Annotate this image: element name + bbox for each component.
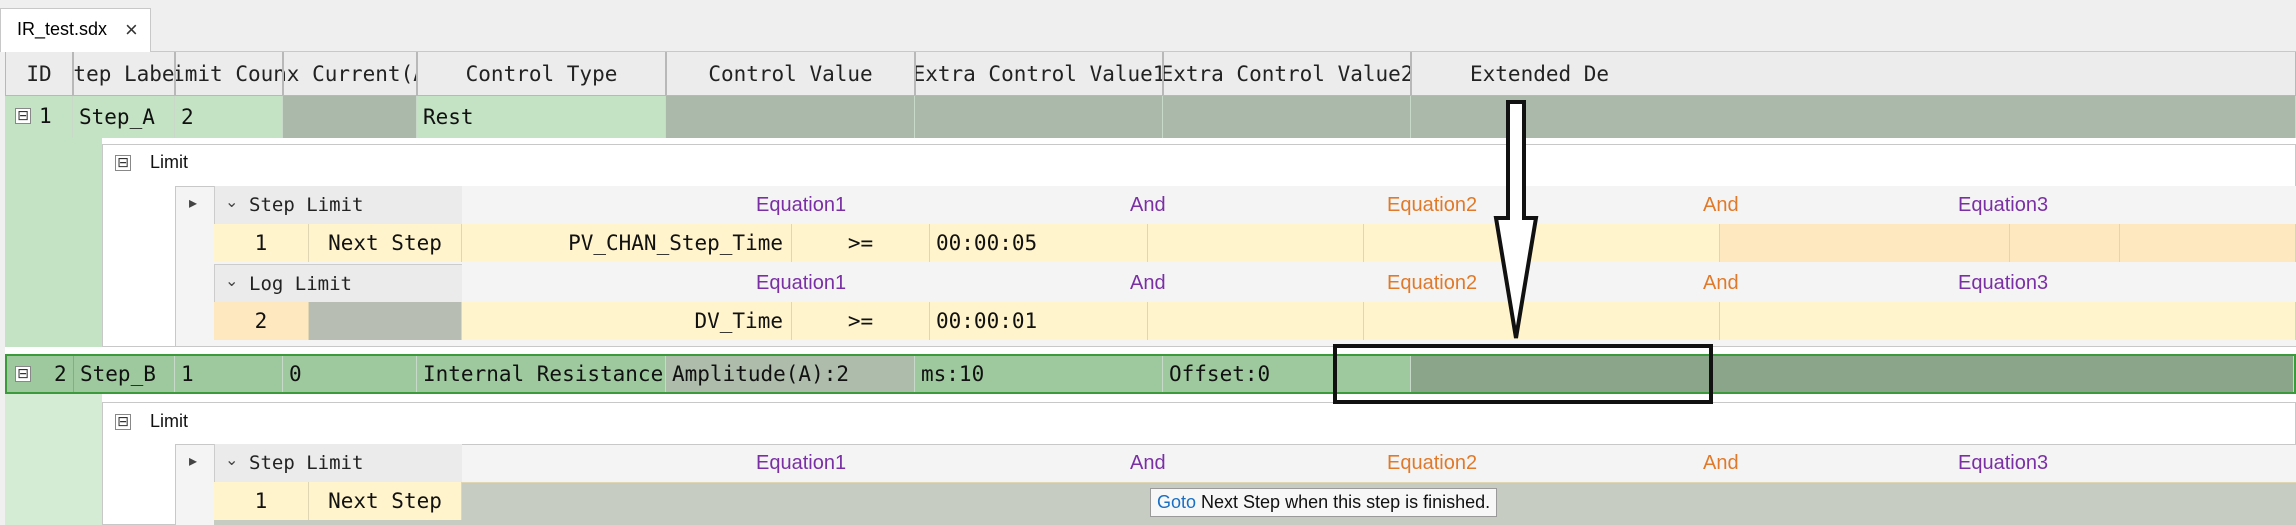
and-label: And: [1703, 272, 1739, 294]
equation1-label: Equation1: [756, 194, 847, 216]
step-2-detail-gutter: [5, 394, 102, 525]
document-tab-label: IR_test.sdx: [17, 19, 108, 39]
expand-arrow-icon[interactable]: ▸: [189, 195, 198, 212]
log-limit-group-header[interactable]: ⌄ Log Limit: [214, 264, 462, 302]
collapse-icon[interactable]: ⊟: [15, 366, 31, 382]
limit-variable-cell[interactable]: PV_CHAN_Step_Time: [462, 224, 792, 262]
tooltip-keyword: Goto: [1157, 492, 1197, 512]
extended-cell[interactable]: [1411, 356, 2294, 392]
tooltip-text: Next Step when this step is finished.: [1196, 492, 1491, 512]
max-current-cell[interactable]: [283, 96, 417, 138]
extra-control-value1-cell[interactable]: ms:10: [915, 356, 1163, 392]
step-limit-group-header[interactable]: ⌄ Step Limit: [214, 186, 462, 224]
extended-cell[interactable]: [1411, 96, 2296, 138]
collapse-icon[interactable]: ⊟: [15, 108, 31, 124]
and-label: And: [1130, 452, 1166, 474]
equation2-label: Equation2: [1387, 272, 1478, 294]
equation2-label: Equation2: [1387, 194, 1478, 216]
limit-and-cell[interactable]: [1148, 224, 1364, 262]
goto-cell[interactable]: Next Step: [309, 224, 462, 262]
chevron-down-icon[interactable]: ⌄: [225, 452, 239, 469]
close-icon[interactable]: ×: [125, 17, 138, 42]
column-header-extended[interactable]: Extended De: [1411, 52, 2296, 96]
document-tab-bar: IR_test.sdx ×: [0, 0, 2296, 52]
equation3-cell[interactable]: [1720, 302, 2296, 340]
limit-and-cell[interactable]: [1148, 302, 1364, 340]
equation3-cell-b[interactable]: [2010, 224, 2120, 262]
equation1-label: Equation1: [756, 452, 847, 474]
and-label: And: [1130, 194, 1166, 216]
collapse-icon[interactable]: ⊟: [115, 155, 131, 171]
highlight-box: [1333, 344, 1713, 404]
limit-count-cell[interactable]: 1: [175, 356, 283, 392]
log-limit-label: Log Limit: [249, 273, 352, 295]
max-current-cell[interactable]: 0: [283, 356, 417, 392]
column-header-extra-control-value1[interactable]: Extra Control Value1: [915, 52, 1163, 96]
expand-arrow-cell: ▸: [175, 186, 214, 224]
column-header-max-current[interactable]: Max Current(A): [283, 52, 417, 96]
equation1-label: Equation1: [756, 272, 847, 294]
control-type-cell[interactable]: Rest: [417, 96, 666, 138]
and-label: And: [1130, 272, 1166, 294]
limit-number-cell[interactable]: 2: [214, 302, 309, 340]
goto-cell[interactable]: Next Step: [309, 482, 462, 520]
equation2-cell[interactable]: [1364, 302, 1720, 340]
step-1-detail-gutter: [5, 138, 102, 347]
step-label-cell[interactable]: Step_A: [73, 96, 175, 138]
and-label: And: [1703, 194, 1739, 216]
column-header-extra-control-value2[interactable]: Extra Control Value2: [1163, 52, 1411, 96]
column-header-control-type[interactable]: Control Type: [417, 52, 666, 96]
expand-arrow-icon[interactable]: ▸: [189, 453, 198, 470]
limit-panel-title: Limit: [150, 411, 189, 431]
equation3-label: Equation3: [1958, 194, 2049, 216]
and-label: And: [1703, 452, 1739, 474]
step-id: 1: [39, 104, 52, 128]
limit-operator-cell[interactable]: >=: [792, 224, 930, 262]
extra-control-value2-cell[interactable]: Offset:0: [1163, 356, 1411, 392]
step-id: 2: [54, 362, 67, 386]
step-1-id-cell: ⊟ 1: [5, 96, 73, 138]
column-header-limit-count[interactable]: Limit Count: [175, 52, 283, 96]
control-value-cell[interactable]: Amplitude(A):2: [666, 356, 915, 392]
limit-number-cell[interactable]: 1: [214, 482, 309, 520]
goto-cell[interactable]: [309, 302, 462, 340]
chevron-down-icon[interactable]: ⌄: [225, 273, 239, 290]
limit-value-cell[interactable]: 00:00:01: [930, 302, 1148, 340]
step-label-cell[interactable]: Step_B: [73, 356, 175, 392]
extra-control-value1-cell[interactable]: [915, 96, 1163, 138]
annotation-arrow: [1493, 100, 1539, 339]
control-type-cell[interactable]: Internal Resistance: [417, 356, 666, 392]
equation2-cell[interactable]: [1364, 224, 1720, 262]
equation3-label: Equation3: [1958, 272, 2049, 294]
limit-number-cell[interactable]: 1: [214, 224, 309, 262]
limit-value-cell[interactable]: 00:00:05: [930, 224, 1148, 262]
limit-count-cell[interactable]: 2: [175, 96, 283, 138]
step-limit-group-header[interactable]: ⌄ Step Limit: [214, 444, 462, 482]
column-header-control-value[interactable]: Control Value: [666, 52, 915, 96]
control-value-cell[interactable]: [666, 96, 915, 138]
equation3-cell-a[interactable]: [1720, 224, 2010, 262]
column-header-step-label[interactable]: Step Label: [73, 52, 175, 96]
limit-variable-cell[interactable]: DV_Time: [462, 302, 792, 340]
column-header-id[interactable]: ID: [5, 52, 73, 96]
step-limit-label: Step Limit: [249, 452, 364, 474]
limit-operator-cell[interactable]: >=: [792, 302, 930, 340]
equation3-label: Equation3: [1958, 452, 2049, 474]
equation3-cell-c[interactable]: [2120, 224, 2296, 262]
goto-tooltip: Goto Next Step when this step is finishe…: [1150, 488, 1498, 517]
step-limit-equation-header: [462, 186, 2296, 224]
chevron-down-icon[interactable]: ⌄: [225, 194, 239, 211]
limit-panel-title: Limit: [150, 152, 189, 172]
extra-control-value2-cell[interactable]: [1163, 96, 1411, 138]
collapse-icon[interactable]: ⊟: [115, 414, 131, 430]
document-tab[interactable]: IR_test.sdx ×: [0, 8, 151, 52]
equation2-label: Equation2: [1387, 452, 1478, 474]
step-limit-label: Step Limit: [249, 194, 364, 216]
